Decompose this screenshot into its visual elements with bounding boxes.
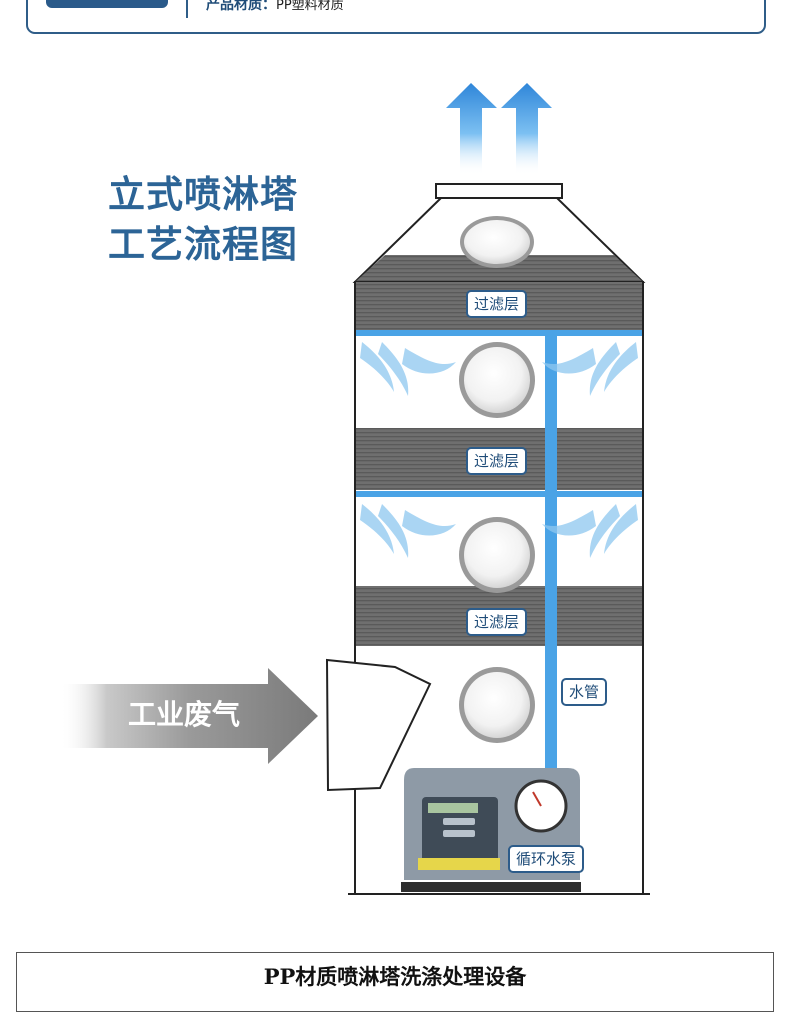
- exhaust-arrows: [446, 83, 552, 175]
- product-info-bar: 产品材质：PP塑料材质: [26, 0, 766, 34]
- water-line-1: [356, 330, 642, 336]
- pump-label: 循环水泵: [508, 845, 585, 873]
- exhaust-arrow-right: [501, 83, 552, 175]
- filter-layer-label-3: 过滤层: [466, 608, 528, 636]
- filter-layer-label-1: 过滤层: [466, 290, 528, 318]
- diagram-title: 立式喷淋塔 工艺流程图: [108, 170, 298, 270]
- port-lower: [459, 667, 535, 743]
- water-pipe: [545, 330, 557, 770]
- waste-gas-label: 工业废气: [128, 698, 241, 731]
- footer-title: PP材质喷淋塔洗涤处理设备: [263, 964, 527, 989]
- inlet-duct: [325, 658, 432, 792]
- roof-filter: [355, 255, 643, 282]
- material-value: PP塑料材质: [276, 0, 344, 13]
- material-row: 产品材质：PP塑料材质: [206, 0, 344, 13]
- filter-layer-label-2: 过滤层: [466, 447, 528, 475]
- header-tab: [46, 0, 168, 8]
- port-upper: [459, 342, 535, 418]
- circulation-pump: [401, 768, 581, 892]
- top-flange: [435, 183, 563, 199]
- spray-right-lower: [542, 504, 638, 558]
- water-pipe-label: 水管: [561, 678, 608, 706]
- header-divider: [186, 0, 188, 18]
- spray-left-upper: [360, 342, 456, 396]
- title-line-1: 立式喷淋塔: [108, 173, 298, 216]
- spray-right-upper: [542, 342, 638, 396]
- water-line-2: [356, 491, 642, 497]
- material-label: 产品材质：: [206, 0, 276, 13]
- port-middle: [459, 517, 535, 593]
- waste-gas-arrow: [60, 668, 318, 764]
- exhaust-arrow-left: [446, 83, 497, 175]
- footer-title-box: PP材质喷淋塔洗涤处理设备: [16, 952, 774, 1012]
- spray-left-lower: [360, 504, 456, 558]
- port-top: [460, 216, 534, 268]
- title-line-2: 工艺流程图: [108, 223, 298, 266]
